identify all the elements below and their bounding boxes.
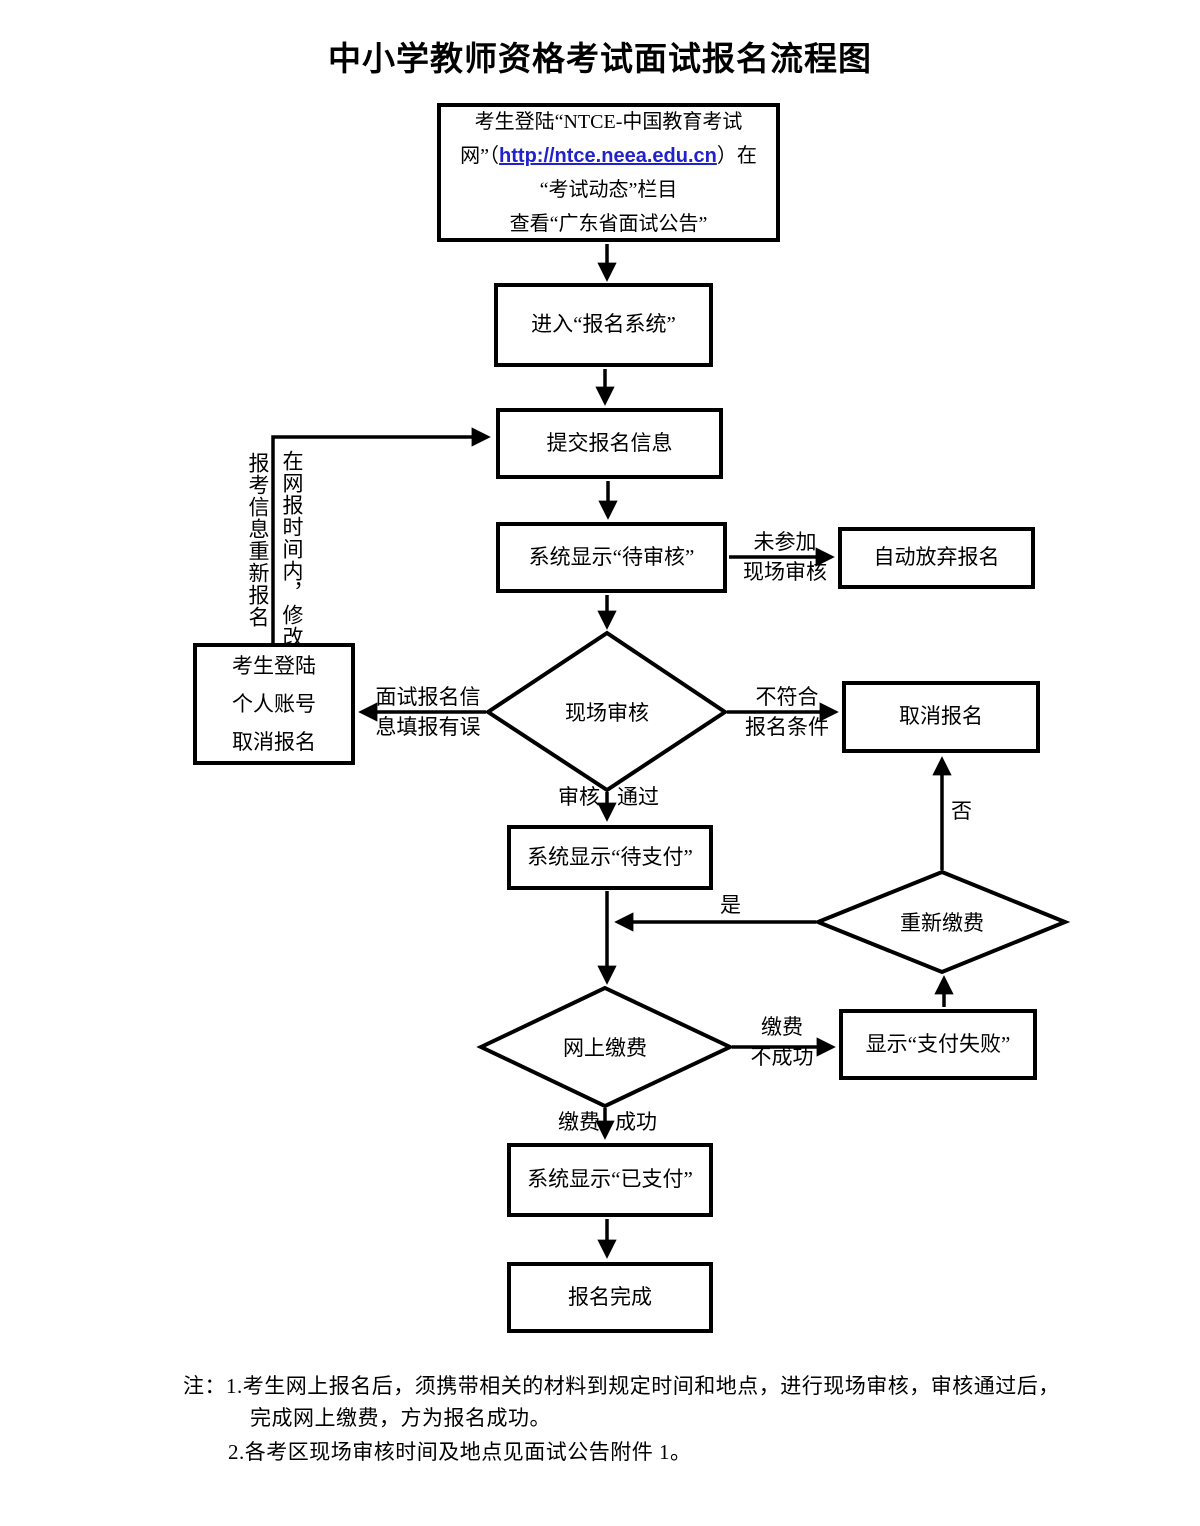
vertical-label-reregister: 报考信息重新报名 [246, 452, 270, 628]
node-cancel-login: 考生登陆 个人账号 取消报名 [193, 643, 355, 765]
ntce-link[interactable]: http://ntce.neea.edu.cn [499, 144, 717, 167]
node-auto-abandon: 自动放弃报名 [838, 527, 1035, 589]
node-start: 考生登陆“NTCE-中国教育考试 网”（http://ntce.neea.edu… [437, 103, 780, 242]
paid-label: 系统显示“已支付” [527, 1167, 693, 1192]
pay-fail-label: 显示“支付失败” [865, 1031, 1011, 1056]
node-paid: 系统显示“已支付” [507, 1143, 713, 1217]
start-line2-post: ）在 [716, 144, 757, 167]
start-line4: 查看“广东省面试公告” [509, 212, 708, 235]
cancel-login-line3: 取消报名 [232, 730, 316, 754]
not-attend-line2: 现场审核 [743, 560, 827, 584]
edge-label-not-attend: 未参加 现场审核 [735, 527, 835, 587]
edge-label-no: 否 [951, 799, 972, 823]
note-line1: 注：1.考生网上报名后，须携带相关的材料到规定时间和地点，进行现场审核，审核通过… [183, 1370, 1060, 1400]
info-error-line1: 面试报名信 [375, 685, 481, 709]
vertical-label-modify-in-time: 在网报时间内，修改 [280, 450, 304, 648]
complete-label: 报名完成 [568, 1284, 652, 1309]
edge-label-pay-fail: 缴费 不成功 [740, 1012, 824, 1072]
start-line3: “考试动态”栏目 [539, 178, 678, 201]
auto-abandon-label: 自动放弃报名 [873, 545, 1000, 570]
submit-info-label: 提交报名信息 [546, 430, 673, 455]
not-qualified-line2: 报名条件 [745, 715, 829, 739]
edge-label-yes: 是 [720, 893, 741, 917]
not-attend-line1: 未参加 [753, 530, 817, 554]
note-line2: 完成网上缴费，方为报名成功。 [250, 1406, 551, 1430]
start-line2: 网”（http://ntce.neea.edu.cn）在 [460, 139, 757, 173]
note-line1-text: 1.考生网上报名后，须携带相关的材料到规定时间和地点，进行现场审核，审核通过后， [226, 1374, 1060, 1398]
node-submit-info: 提交报名信息 [496, 408, 723, 479]
enter-system-label: 进入“报名系统” [531, 312, 676, 337]
cancel-registration-label: 取消报名 [899, 704, 983, 729]
node-pending-review: 系统显示“待审核” [496, 522, 727, 593]
pay-fail-line2: 不成功 [750, 1045, 814, 1069]
onsite-review-label: 现场审核 [565, 701, 649, 725]
pending-review-label: 系统显示“待审核” [528, 544, 695, 569]
node-pay-fail: 显示“支付失败” [839, 1009, 1037, 1080]
node-complete: 报名完成 [507, 1262, 713, 1333]
edge-label-success: 成功 [615, 1110, 657, 1134]
edge-label-info-error: 面试报名信 息填报有误 [362, 682, 494, 742]
node-enter-system: 进入“报名系统” [494, 283, 713, 367]
edge-label-pass: 通过 [617, 785, 659, 809]
pay-fail-line1: 缴费 [761, 1015, 803, 1039]
note-line3: 2.各考区现场审核时间及地点见面试公告附件 1。 [228, 1440, 692, 1464]
not-qualified-line1: 不符合 [755, 685, 819, 709]
online-pay-label: 网上缴费 [563, 1036, 647, 1060]
node-cancel-registration: 取消报名 [842, 681, 1040, 753]
node-pending-pay: 系统显示“待支付” [507, 825, 713, 890]
pending-pay-label: 系统显示“待支付” [527, 844, 693, 869]
cancel-login-line1: 考生登陆 [232, 654, 316, 678]
info-error-line2: 息填报有误 [375, 715, 481, 739]
start-line2-pre: 网”（ [460, 144, 500, 167]
cancel-login-line2: 个人账号 [232, 692, 316, 716]
repay-label: 重新缴费 [900, 911, 984, 935]
note-label: 注： [183, 1374, 226, 1398]
edge-label-not-qualified: 不符合 报名条件 [735, 682, 839, 742]
start-line1: 考生登陆“NTCE-中国教育考试 [474, 110, 743, 133]
edge-label-fee: 缴费 [558, 1110, 600, 1134]
page-title: 中小学教师资格考试面试报名流程图 [328, 42, 872, 78]
edge-label-review: 审核 [558, 785, 600, 809]
